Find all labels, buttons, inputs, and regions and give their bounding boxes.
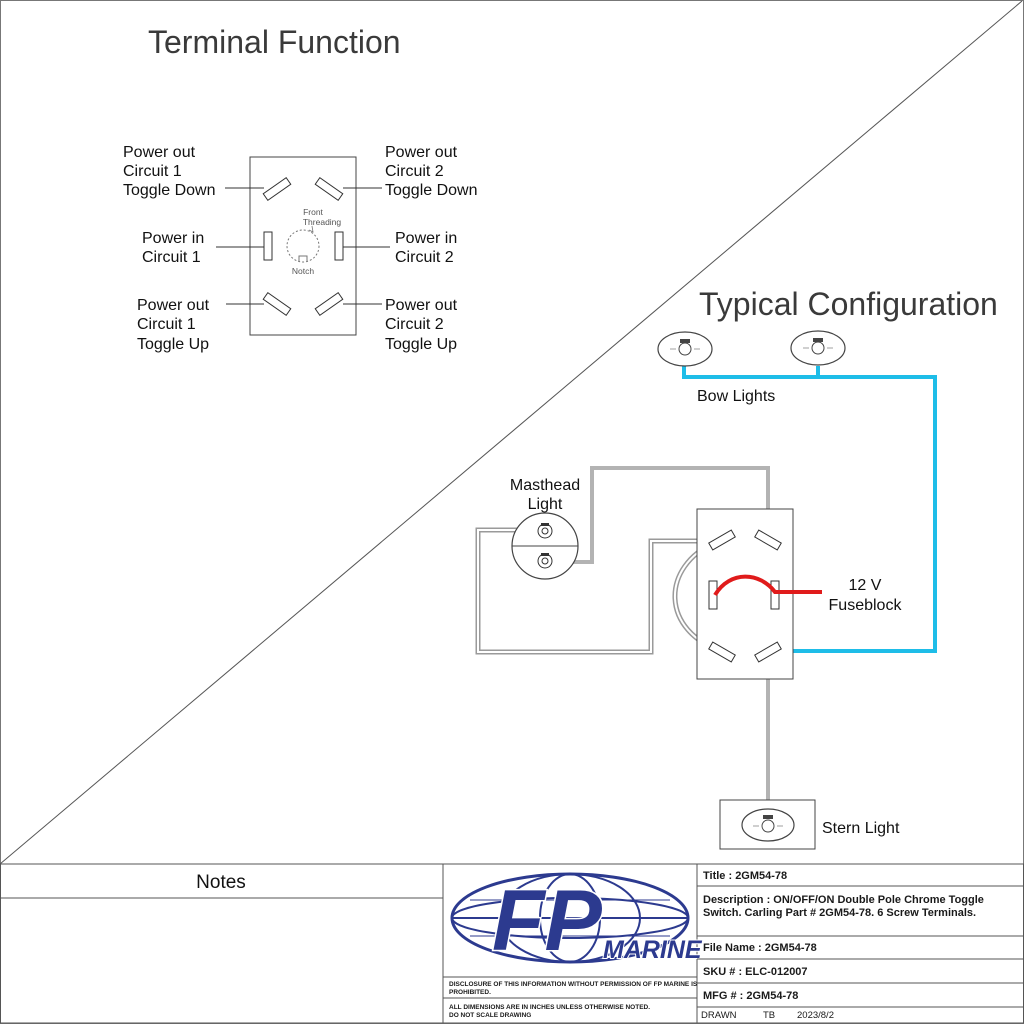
sku-field: SKU # : ELC-012007 [703,966,808,978]
svg-text:Power in: Power in [395,230,457,247]
drawn-label: DRAWN [701,1010,737,1021]
svg-text:Toggle Up: Toggle Up [137,336,209,353]
wire-bow-lights [682,366,937,653]
dimensions-note-line2: DO NOT SCALE DRAWING [449,1012,531,1019]
terminal-c1-in [263,231,273,261]
svg-text:Power out: Power out [385,297,458,314]
svg-text:Circuit 1: Circuit 1 [137,316,196,333]
switch-terminal-diagram: Front Threading Notch [249,156,357,336]
svg-text:Circuit 1: Circuit 1 [142,249,201,266]
bow-light-right [790,330,846,366]
fp-marine-logo: FP MARINE [450,872,704,971]
svg-text:Toggle Up: Toggle Up [385,336,457,353]
config-terminal-bl [708,641,736,663]
svg-text:Circuit 2: Circuit 2 [385,163,444,180]
label-c2-down: Power out Circuit 2 Toggle Down [385,144,478,199]
logo-wordmark: MARINE [603,936,703,964]
drawn-date: 2023/8/2 [797,1010,834,1021]
svg-text:Power in: Power in [142,230,204,247]
wire-masthead-to-switch-top [548,466,770,564]
svg-text:Circuit 2: Circuit 2 [385,316,444,333]
svg-text:Toggle Down: Toggle Down [385,182,478,199]
masthead-label-line2: Light [528,496,563,513]
notch-label: Notch [292,266,314,276]
terminal-c2-down [314,176,344,202]
description-line1: Description : ON/OFF/ON Double Pole Chro… [703,894,984,906]
fuseblock-label-line2: Fuseblock [829,597,903,614]
terminal-c1-down [262,176,292,202]
title-block: Notes FP MARINE DISCLOSURE OF THIS INFOR… [0,863,1024,1024]
dimensions-note-line1: ALL DIMENSIONS ARE IN INCHES UNLESS OTHE… [449,1004,650,1011]
threading-arrow [308,225,314,233]
disclosure-line2: PROHIBITED. [449,989,491,996]
stern-light-label: Stern Light [822,820,900,837]
bow-light-left [657,331,713,367]
label-c1-down: Power out Circuit 1 Toggle Down [123,144,216,199]
bow-lights-label: Bow Lights [697,388,775,405]
front-label: Front [303,207,323,217]
diagonal-divider [0,0,1023,865]
config-terminal-mr [770,580,780,610]
terminal-c2-in [334,231,344,261]
svg-text:Power out: Power out [137,297,210,314]
threading-label: Threading [303,217,342,227]
label-c1-in: Power in Circuit 1 [142,230,204,266]
config-terminal-tl [708,529,736,551]
config-terminal-br [754,641,782,663]
notes-label: Notes [196,872,246,893]
masthead-terminal-upper [537,523,553,539]
svg-text:Toggle Down: Toggle Down [123,182,216,199]
terminal-c1-up [262,291,292,317]
label-c2-up: Power out Circuit 2 Toggle Up [385,297,458,353]
masthead-light [511,512,579,580]
config-switch [696,508,794,680]
title-field: Title : 2GM54-78 [703,870,787,882]
description-line2: Switch. Carling Part # 2GM54-78. 6 Screw… [703,907,976,919]
logo-letters: FP [492,873,603,969]
terminal-c2-up [314,291,344,317]
config-terminal-tr [754,529,782,551]
drawn-by: TB [763,1010,775,1021]
disclosure-line1: DISCLOSURE OF THIS INFORMATION WITHOUT P… [449,981,698,988]
threading-circle [286,229,320,263]
svg-text:Circuit 2: Circuit 2 [395,249,454,266]
globe-icon [450,872,690,964]
wire-fuseblock [713,574,822,597]
svg-text:Circuit 1: Circuit 1 [123,163,182,180]
leader-lines [216,187,390,305]
stern-light [719,799,816,850]
svg-text:Power out: Power out [123,144,196,161]
masthead-label-line1: Masthead [510,477,580,494]
fuseblock-label-line1: 12 V [849,577,882,594]
label-c2-in: Power in Circuit 2 [395,230,457,266]
terminal-function-title: Terminal Function [148,24,401,60]
svg-text:Power out: Power out [385,144,458,161]
typical-configuration-title: Typical Configuration [699,286,998,322]
file-name-field: File Name : 2GM54-78 [703,942,817,954]
masthead-terminal-lower [537,553,553,569]
notch-mark [298,255,308,262]
mfg-field: MFG # : 2GM54-78 [703,990,798,1002]
label-c1-up: Power out Circuit 1 Toggle Up [137,297,210,353]
